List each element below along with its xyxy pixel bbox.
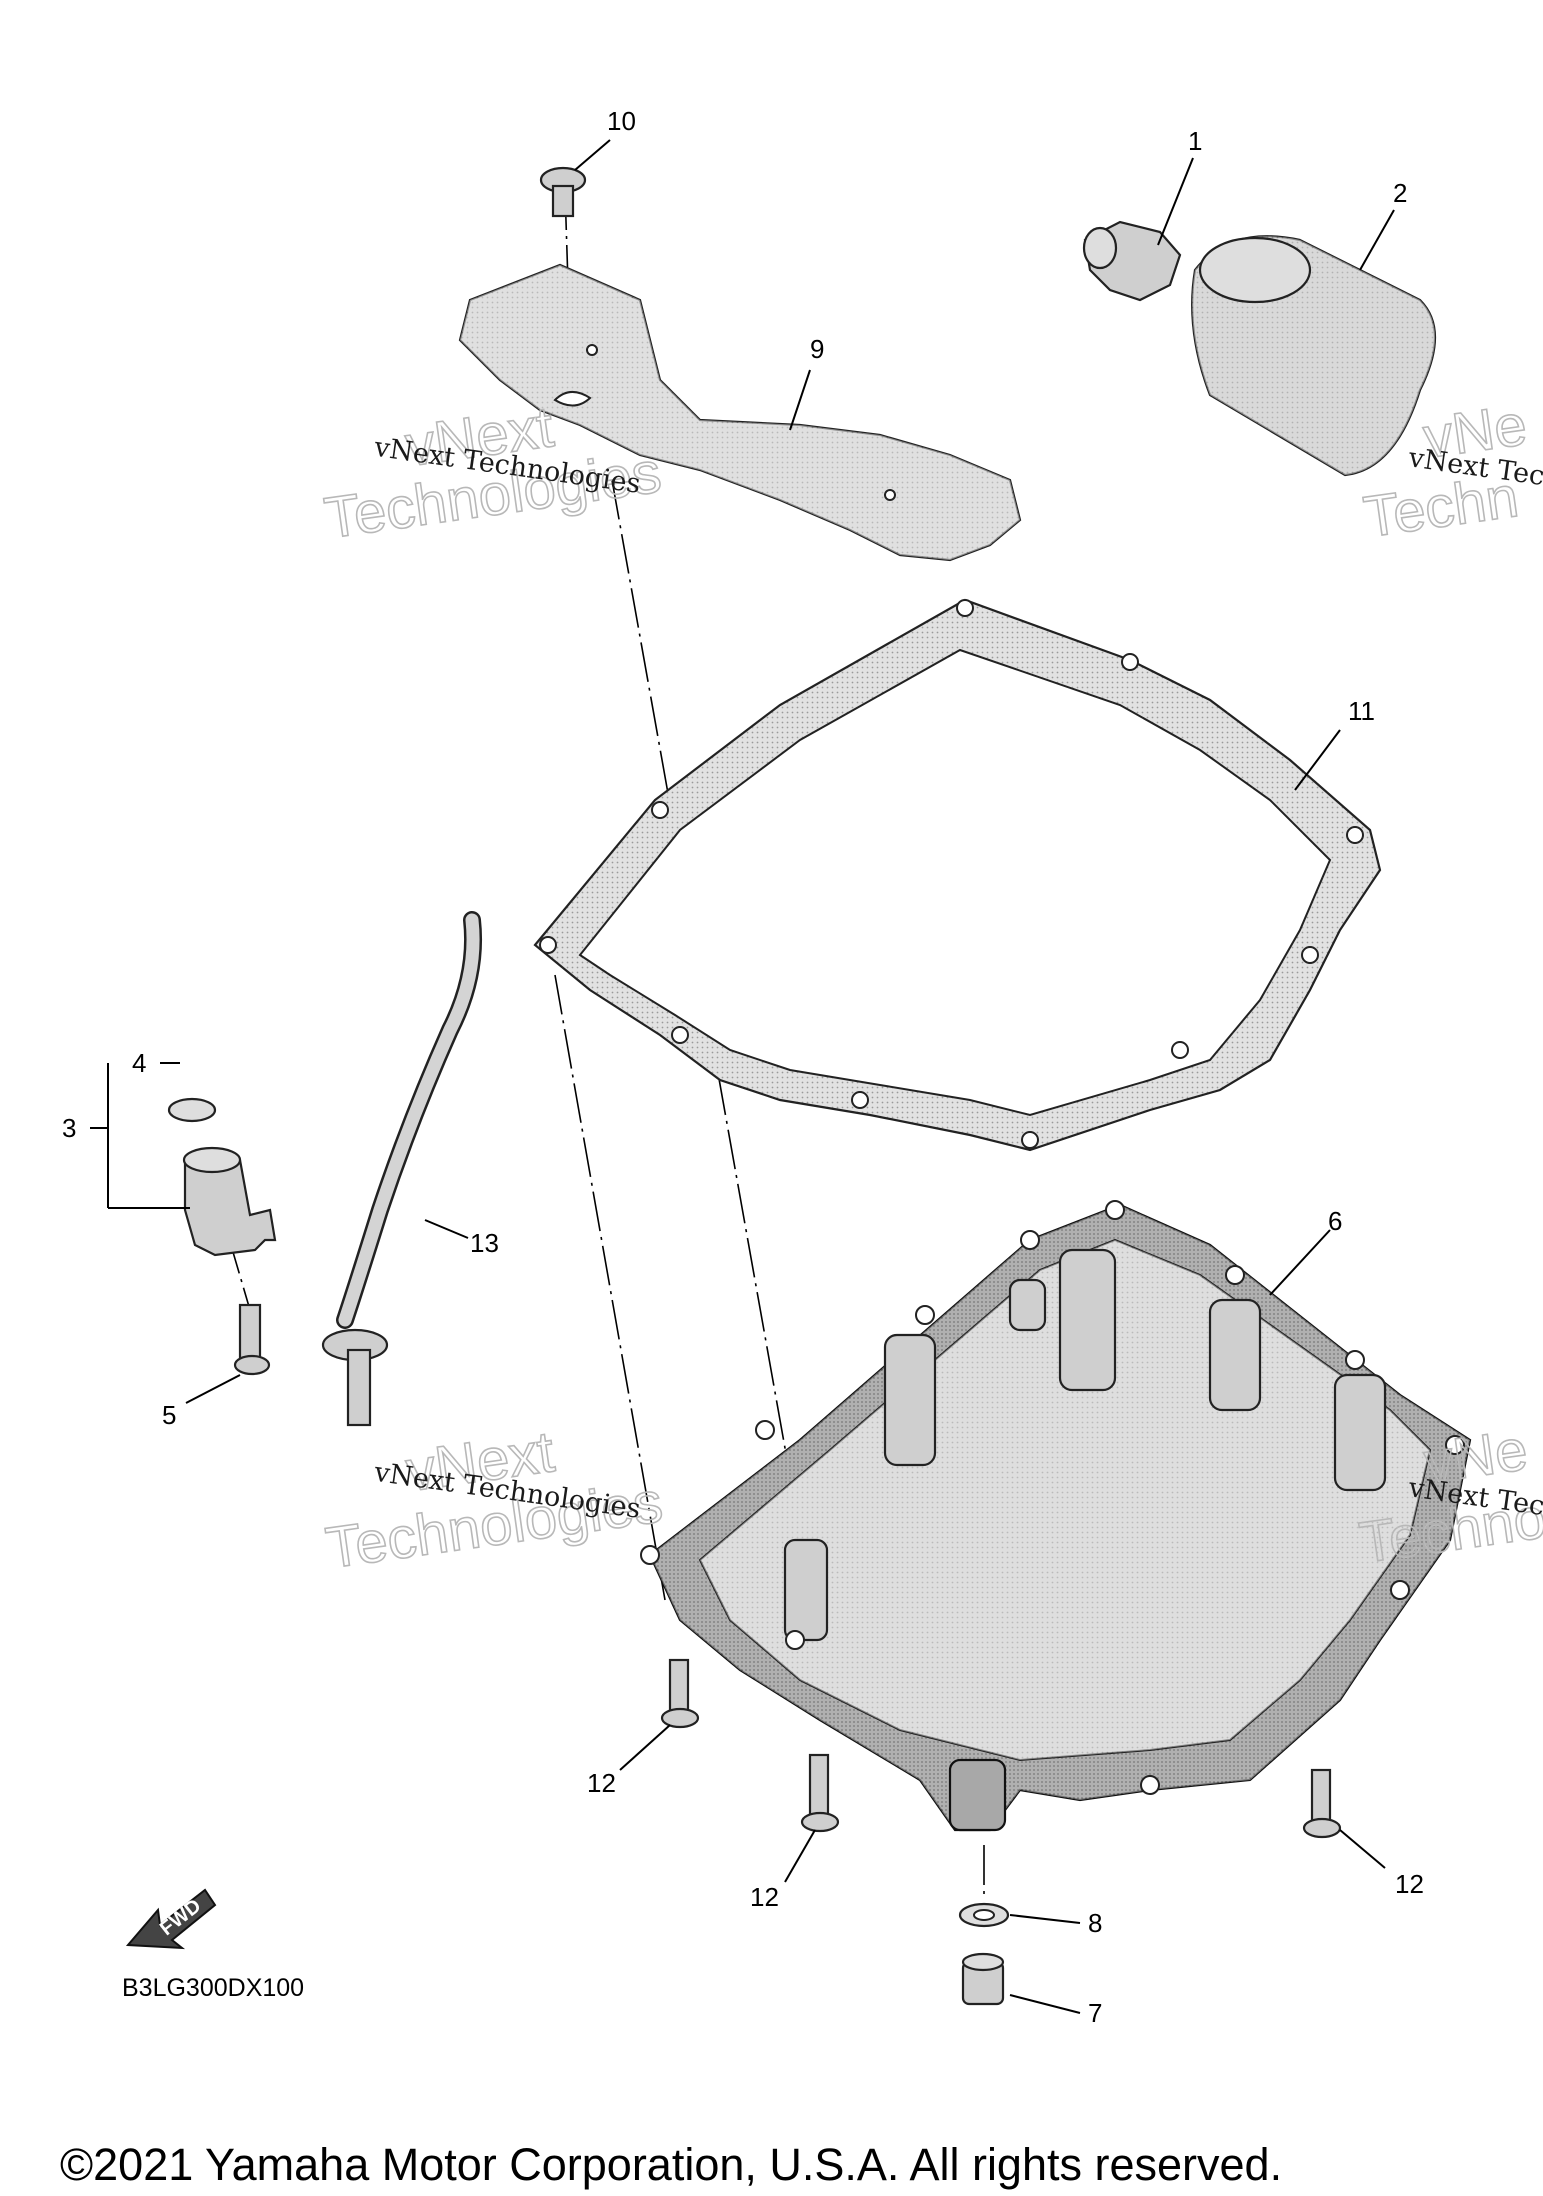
oil-pan-flange-holes <box>640 1200 1465 1795</box>
leader-lines <box>90 139 1395 2014</box>
oil-pan-bosses <box>783 1248 1387 1642</box>
callout-4: 4 <box>132 1048 146 1078</box>
forward-arrow-icon: FWD <box>125 1888 217 1950</box>
callout-1: 1 <box>1188 126 1202 156</box>
bolt-12-parts <box>660 1658 1342 1839</box>
strainer-3-part <box>167 1097 277 1376</box>
drain-bolt-7-part <box>961 1952 1005 2006</box>
copyright-notice: ©2021 Yamaha Motor Corporation, U.S.A. A… <box>60 2139 1282 2190</box>
callout-12-c: 12 <box>1395 1869 1424 1899</box>
callout-11: 11 <box>1348 696 1375 726</box>
bolt-12-c <box>1302 1768 1342 1839</box>
watermark-big-4-line1: vNe <box>1420 1417 1531 1496</box>
union-bolt-1-part <box>1082 220 1182 302</box>
baffle-plate-part <box>458 263 1022 562</box>
callout-7: 7 <box>1088 1998 1102 2028</box>
bolt-12-a <box>660 1658 700 1729</box>
callout-8: 8 <box>1088 1908 1102 1938</box>
watermark-big-2-line1: vNe <box>1419 392 1530 471</box>
bolt-10-part <box>539 166 587 218</box>
callout-12-b: 12 <box>750 1882 779 1912</box>
callout-13: 13 <box>470 1228 499 1258</box>
bolt-12-b <box>800 1753 840 1833</box>
oil-filter-2-part <box>1191 235 1436 477</box>
callout-12-a: 12 <box>587 1768 616 1798</box>
callout-2: 2 <box>1393 178 1407 208</box>
gasket-bolt-holes <box>539 599 1364 1149</box>
callouts: 1 2 3 4 5 6 7 8 9 10 11 12 12 12 12 13 <box>62 106 1424 2028</box>
washer-8-part <box>958 1902 1010 1928</box>
diagram-code: B3LG300DX100 <box>122 1974 304 2002</box>
callout-5: 5 <box>162 1400 176 1430</box>
callout-6: 6 <box>1328 1206 1342 1236</box>
oil-pan-6-part <box>640 1200 1472 1832</box>
oil-pipe-13-part <box>321 911 483 1427</box>
callout-10: 10 <box>607 106 636 136</box>
callout-9: 9 <box>810 334 824 364</box>
callout-3: 3 <box>62 1113 76 1143</box>
gasket-11-part <box>533 598 1382 1152</box>
